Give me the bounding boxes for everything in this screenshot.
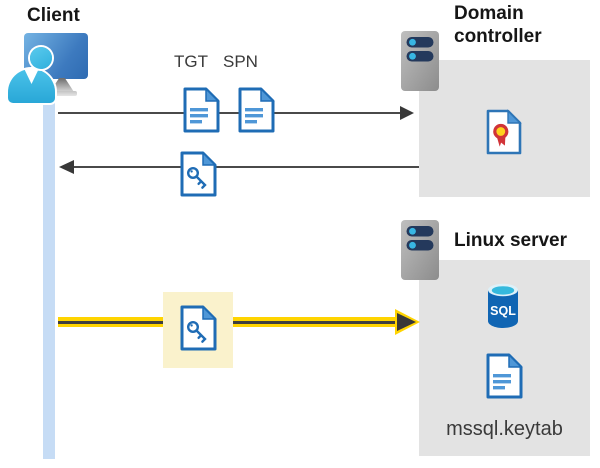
spn-document-icon [238, 87, 275, 133]
domain-controller-label: Domain controller [454, 3, 542, 47]
sql-database-icon: SQL [488, 283, 518, 328]
monitor-stand-base-icon [47, 91, 77, 96]
user-head-icon [30, 47, 52, 69]
sql-text: SQL [490, 304, 516, 318]
tgt-label: TGT [174, 52, 208, 71]
keytab-filename-label: mssql.keytab [446, 418, 563, 440]
tgt-document-icon [183, 87, 220, 133]
key-document-icon [180, 151, 217, 197]
client-label: Client [27, 5, 80, 26]
auth-arrowhead-icon [397, 313, 416, 331]
response-arrowhead-icon [59, 160, 74, 174]
domain-controller-server-icon [401, 31, 439, 91]
keytab-document-icon [486, 353, 523, 399]
spn-label: SPN [223, 52, 258, 71]
request-arrow-line [58, 112, 402, 114]
request-arrowhead-icon [400, 106, 414, 120]
key-document-icon [180, 305, 217, 351]
certificate-document-icon [486, 109, 522, 155]
linux-server-label: Linux server [454, 230, 567, 251]
response-arrow-line [74, 166, 419, 168]
client-lifeline-bar [43, 94, 55, 459]
linux-server-server-icon [401, 220, 439, 280]
